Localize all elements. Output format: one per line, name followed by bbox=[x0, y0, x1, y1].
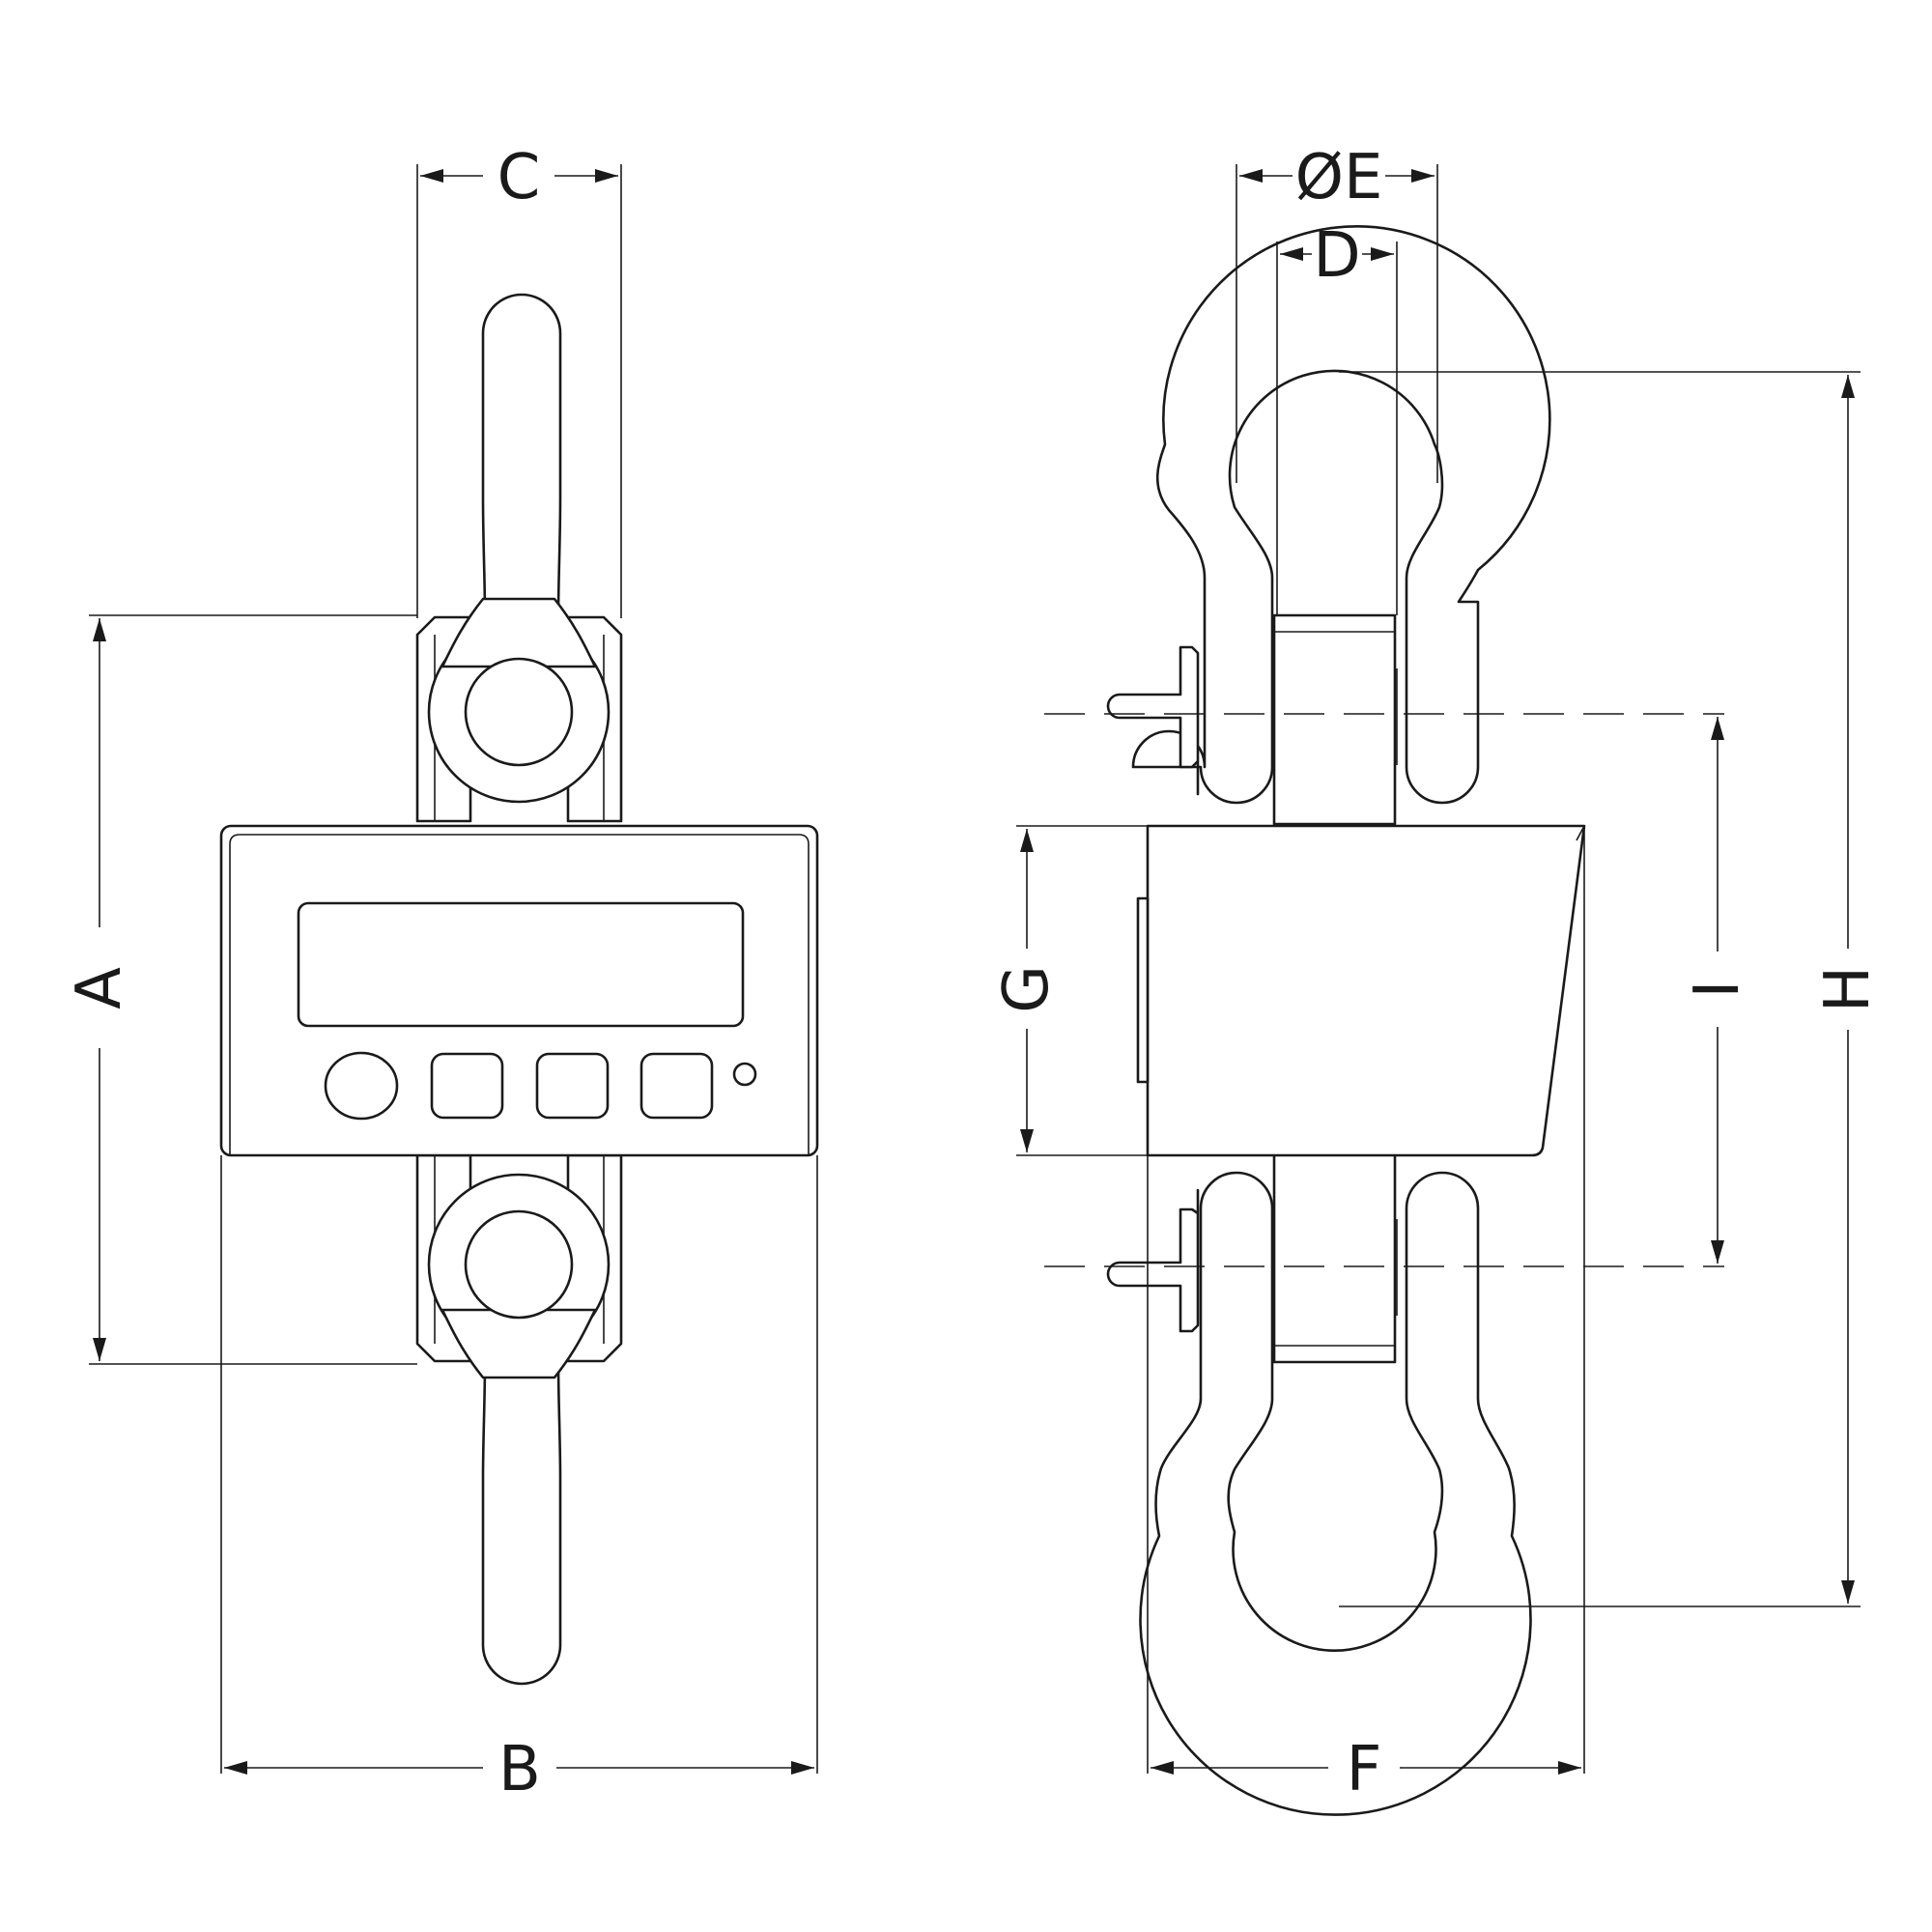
dimension-f: F bbox=[1147, 826, 1585, 1805]
dimension-c: C bbox=[416, 142, 622, 618]
side-display-profile bbox=[1136, 896, 1150, 1084]
side-upper-swivel bbox=[1272, 613, 1397, 826]
label-c: C bbox=[497, 142, 541, 213]
dimension-a: A bbox=[64, 614, 417, 1365]
front-lower-lifting-eye bbox=[427, 1173, 611, 1686]
label-h: H bbox=[1812, 966, 1884, 1012]
function-button-3 bbox=[639, 1052, 714, 1120]
label-g: G bbox=[991, 965, 1063, 1013]
side-view bbox=[1044, 225, 1724, 1816]
function-button-1 bbox=[430, 1052, 504, 1120]
label-a: A bbox=[64, 967, 135, 1009]
label-f: F bbox=[1347, 1734, 1382, 1805]
power-button bbox=[324, 1051, 399, 1121]
dimension-i: I bbox=[1682, 717, 1753, 1264]
label-i: I bbox=[1682, 980, 1753, 999]
dimensions: A B C ØE bbox=[64, 142, 1884, 1805]
side-housing bbox=[1136, 824, 1586, 1157]
display-window bbox=[297, 901, 745, 1028]
indicator-led bbox=[732, 1062, 757, 1087]
label-e: ØE bbox=[1295, 142, 1383, 213]
side-upper-shackle bbox=[1106, 225, 1551, 826]
label-b: B bbox=[498, 1734, 541, 1805]
front-upper-lifting-eye bbox=[427, 293, 611, 804]
front-housing bbox=[219, 824, 819, 1157]
dimension-h: H bbox=[1339, 371, 1884, 1607]
dimension-g: G bbox=[991, 825, 1148, 1156]
side-lower-swivel bbox=[1272, 1151, 1397, 1364]
dimension-d: D bbox=[1276, 220, 1398, 615]
dimension-b: B bbox=[220, 1155, 818, 1805]
function-button-2 bbox=[535, 1052, 610, 1120]
side-lower-shackle bbox=[1106, 1151, 1532, 1816]
front-view bbox=[219, 293, 819, 1686]
label-d: D bbox=[1313, 220, 1360, 292]
dimension-e: ØE bbox=[1236, 142, 1438, 483]
